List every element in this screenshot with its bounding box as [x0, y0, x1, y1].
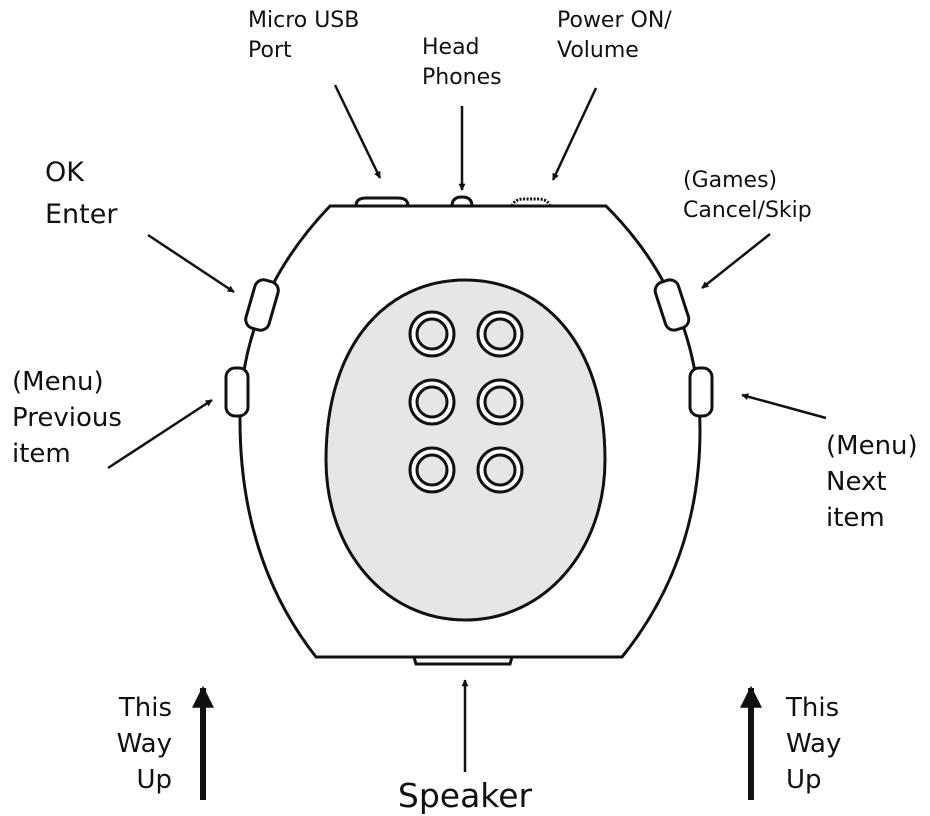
this-way-up-right-line-3: Up — [786, 765, 822, 795]
braille-key-3-cap — [415, 385, 449, 419]
speaker-label: Speaker — [365, 776, 565, 816]
menu-next-label-line-1: (Menu) — [826, 431, 918, 461]
micro-usb-label: Micro USB Port — [248, 6, 359, 66]
power-volume-arrow — [551, 87, 598, 181]
games-cancel-label: (Games) Cancel/Skip — [683, 166, 812, 226]
braille-key-6-cap — [483, 453, 517, 487]
games-cancel-arrow — [701, 233, 771, 289]
games-cancel-label-line-1: (Games) — [683, 168, 778, 193]
games-cancel-label-line-2: Cancel/Skip — [683, 198, 812, 223]
ok-enter-label: OK Enter — [45, 152, 117, 236]
braille-key-5-cap — [415, 453, 449, 487]
menu-next-label-line-2: Next — [826, 467, 887, 497]
braille-key-5[interactable] — [408, 446, 456, 494]
braille-key-2-cap — [483, 317, 517, 351]
micro-usb-label-line-2: Port — [248, 38, 292, 63]
power-volume-label-line-1: Power ON/ — [557, 8, 672, 33]
speaker-label-text: Speaker — [397, 776, 533, 815]
games-cancel-button[interactable] — [653, 278, 691, 333]
menu-next-label: (Menu) Next item — [826, 428, 918, 536]
menu-previous-label-line-2: Previous — [12, 403, 122, 433]
braille-key-6[interactable] — [476, 446, 524, 494]
menu-previous-label: (Menu) Previous item — [12, 364, 122, 472]
headphones-label-line-2: Phones — [422, 65, 502, 90]
menu-previous-arrow — [107, 398, 213, 470]
braille-keys-group — [408, 310, 524, 494]
menu-previous-label-line-1: (Menu) — [12, 367, 104, 397]
ok-enter-arrow — [147, 233, 235, 294]
menu-previous-button[interactable] — [224, 366, 250, 418]
braille-key-2[interactable] — [476, 310, 524, 358]
braille-key-3[interactable] — [408, 378, 456, 426]
micro-usb-arrow — [333, 84, 382, 179]
braille-key-1-cap — [415, 317, 449, 351]
headphone-jack-icon — [450, 195, 474, 208]
micro-usb-port-icon — [354, 196, 410, 208]
this-way-up-right-line-1: This — [786, 693, 840, 723]
volume-wheel-icon — [509, 197, 553, 208]
headphones-label-line-1: Head — [422, 35, 480, 60]
menu-next-label-line-3: item — [826, 503, 885, 533]
headphones-label: Head Phones — [422, 33, 502, 93]
power-volume-label: Power ON/ Volume — [557, 6, 672, 66]
this-way-up-left-line-3: Up — [136, 765, 172, 795]
braille-key-4-cap — [483, 385, 517, 419]
ok-enter-button[interactable] — [244, 278, 281, 333]
ok-enter-label-line-2: Enter — [45, 199, 118, 230]
braille-key-4[interactable] — [476, 378, 524, 426]
menu-next-button[interactable] — [688, 366, 714, 418]
braille-keypad-face — [324, 278, 607, 622]
this-way-up-left-line-1: This — [118, 693, 172, 723]
braille-key-1[interactable] — [408, 310, 456, 358]
menu-previous-label-line-3: item — [12, 439, 71, 469]
this-way-up-left-line-2: Way — [116, 729, 172, 759]
power-volume-label-line-2: Volume — [557, 38, 639, 63]
this-way-up-right-label: This Way Up — [786, 690, 841, 798]
this-way-up-right-line-2: Way — [786, 729, 842, 759]
this-way-up-left-label: This Way Up — [96, 690, 172, 798]
ok-enter-label-line-1: OK — [45, 157, 84, 188]
micro-usb-label-line-1: Micro USB — [248, 8, 360, 33]
menu-next-arrow — [741, 393, 827, 420]
